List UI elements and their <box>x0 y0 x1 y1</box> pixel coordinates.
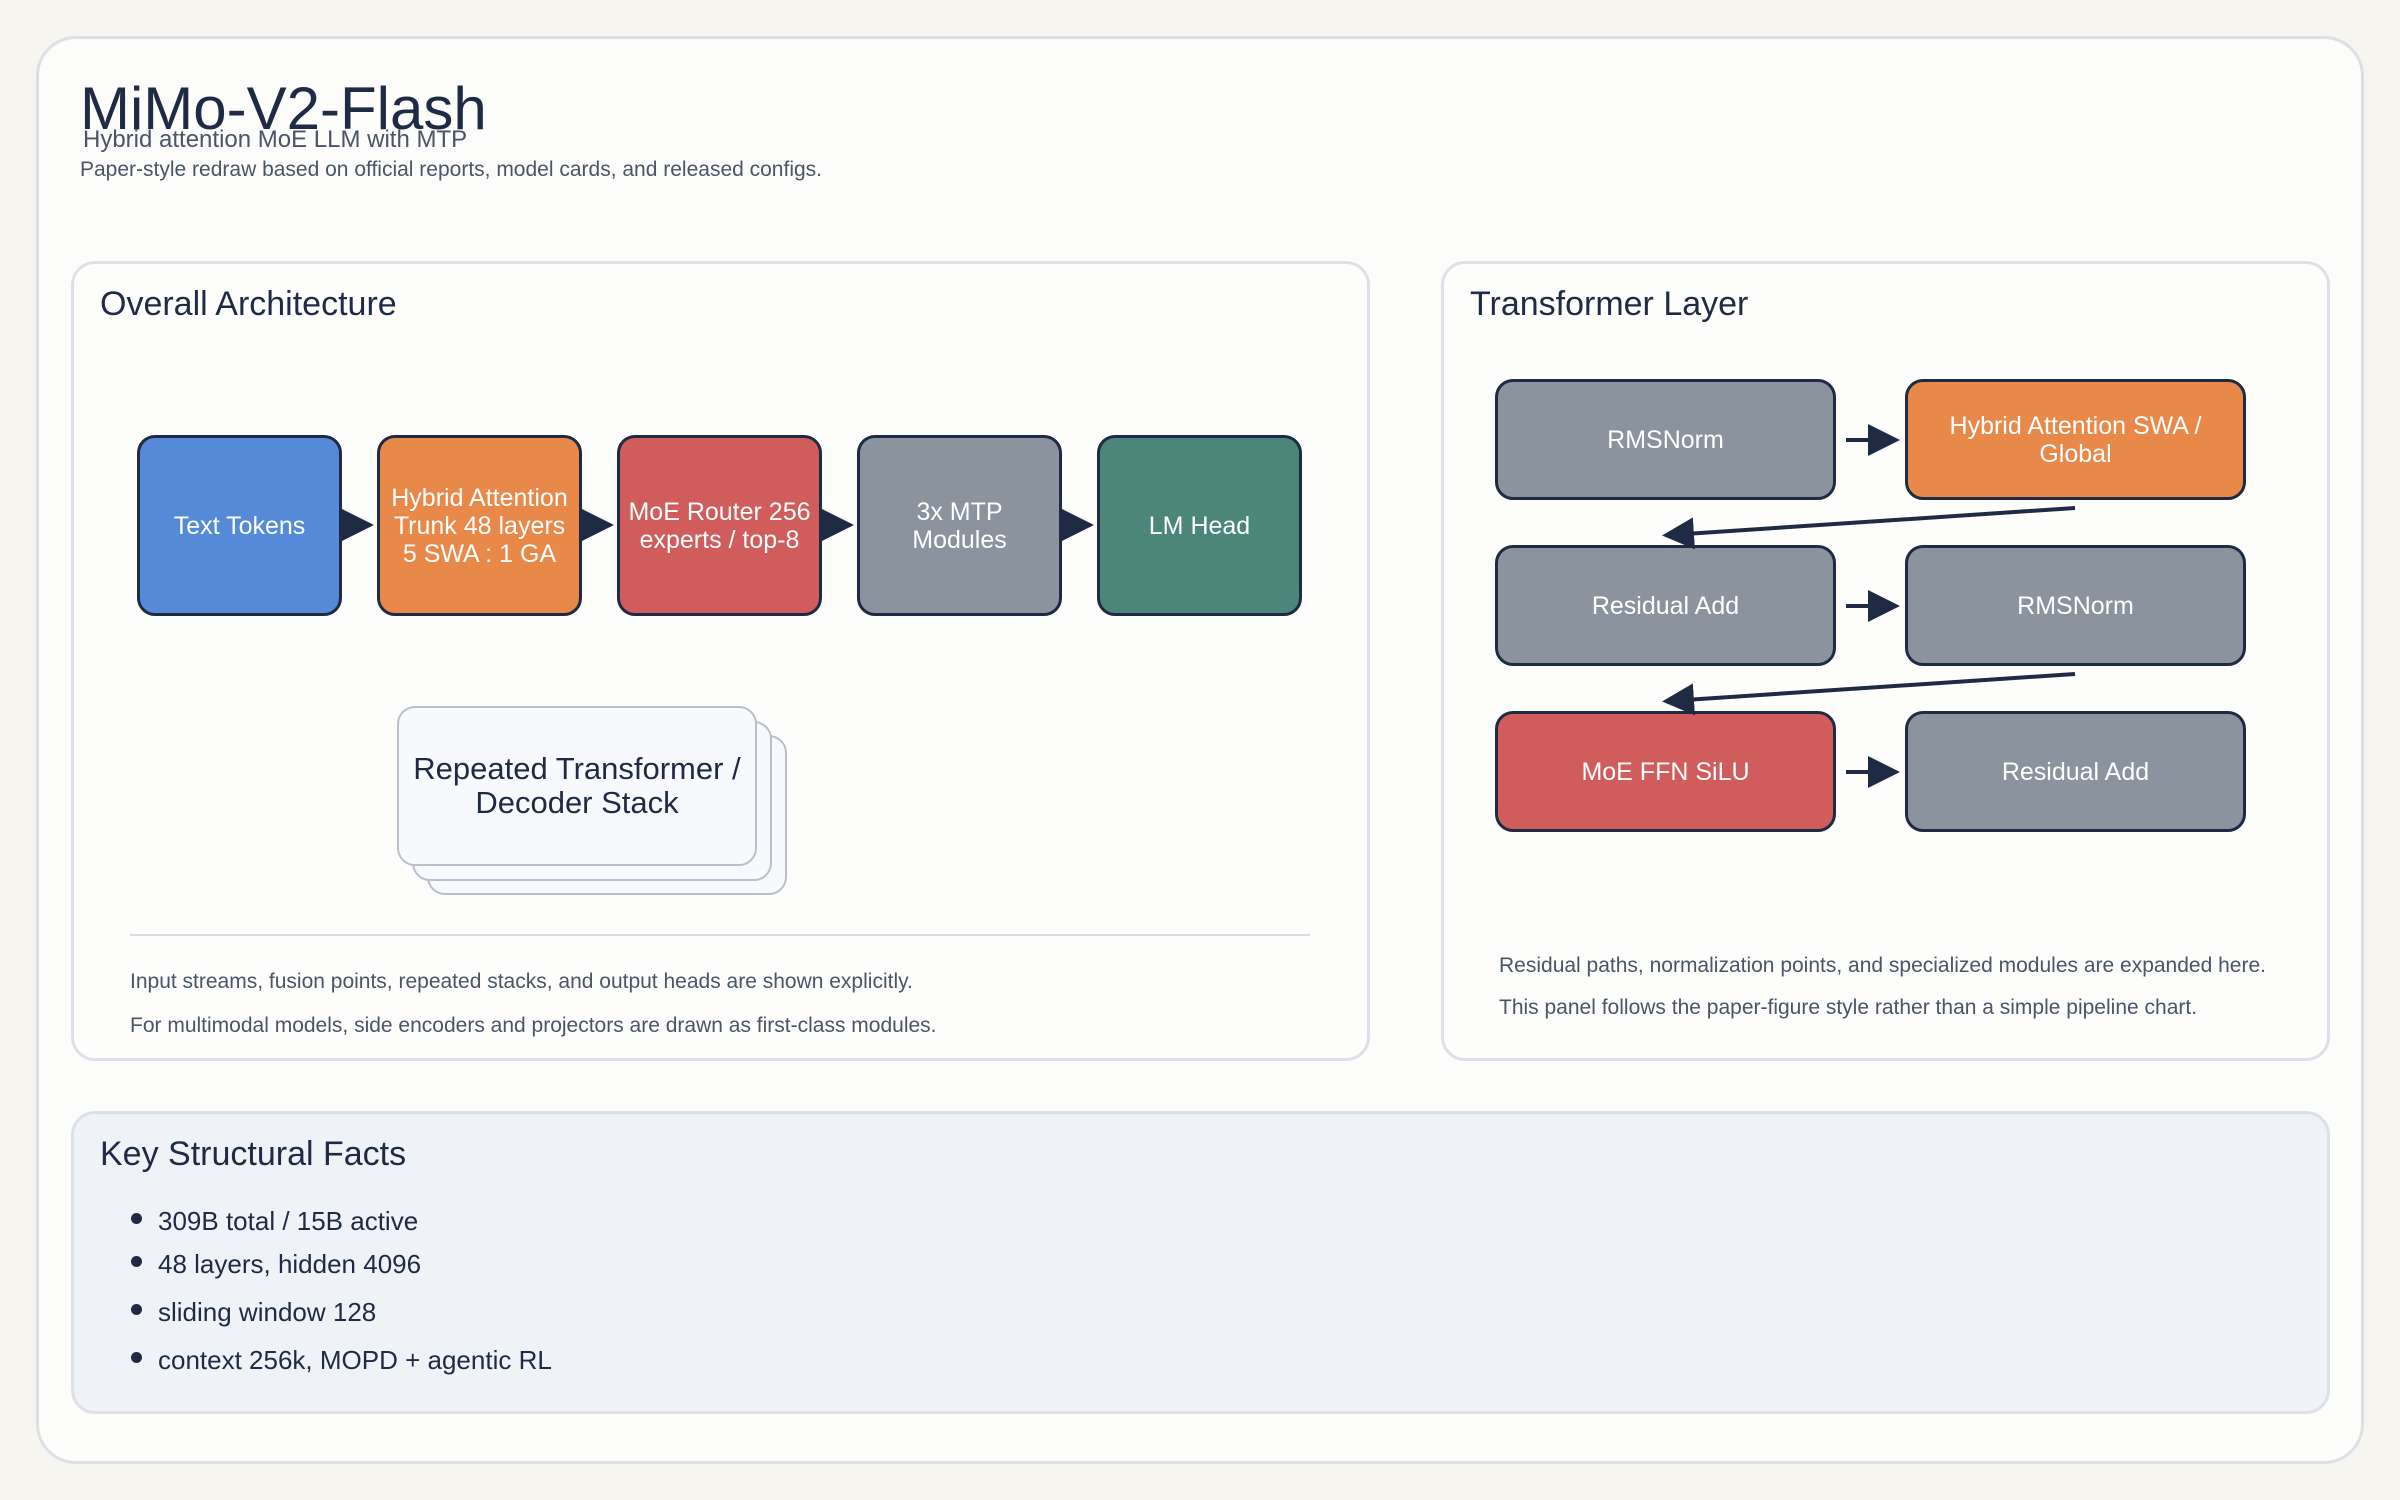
residual-add-block-1: Residual Add <box>1495 545 1836 666</box>
stack-card-front <box>397 706 757 866</box>
overall-divider <box>130 934 1310 936</box>
figure-title: MiMo-V2-Flash <box>80 75 487 142</box>
layer-caption-2: This panel follows the paper-figure styl… <box>1499 996 2198 1019</box>
residual-add-block-2: Residual Add <box>1905 711 2246 832</box>
key-facts-panel <box>71 1111 2330 1414</box>
arrow-attention-to-residual <box>1662 506 2076 550</box>
rmsnorm-block-1: RMSNorm <box>1495 379 1836 500</box>
facts-panel-title: Key Structural Facts <box>100 1135 407 1173</box>
overall-caption-2: For multimodal models, side encoders and… <box>130 1014 937 1037</box>
overall-caption-1: Input streams, fusion points, repeated s… <box>130 970 913 993</box>
text-tokens-block: Text Tokens <box>137 435 342 616</box>
moe-ffn-block: MoE FFN SiLU <box>1495 711 1836 832</box>
moe-router-block: MoE Router 256 experts / top-8 <box>617 435 822 616</box>
overall-architecture-panel <box>71 261 1370 1061</box>
arrow-norm-to-moe <box>1662 672 2076 716</box>
hybrid-attention-trunk-block: Hybrid Attention Trunk 48 layers 5 SWA :… <box>377 435 582 616</box>
fact-item: 48 layers, hidden 4096 <box>158 1249 422 1279</box>
fact-item: sliding window 128 <box>158 1297 377 1327</box>
fact-bullet <box>131 1352 142 1363</box>
fact-bullet <box>131 1256 142 1267</box>
mtp-modules-block: 3x MTP Modules <box>857 435 1062 616</box>
rmsnorm-block-2: RMSNorm <box>1905 545 2246 666</box>
layer-caption-1: Residual paths, normalization points, an… <box>1499 954 2266 977</box>
figure-subtitle: Hybrid attention MoE LLM with MTP <box>83 126 468 153</box>
lm-head-block: LM Head <box>1097 435 1302 616</box>
repeated-stack-label: Repeated Transformer / Decoder Stack <box>413 751 741 820</box>
figure-note: Paper-style redraw based on official rep… <box>80 158 823 181</box>
hybrid-attention-block: Hybrid Attention SWA / Global <box>1905 379 2246 500</box>
layer-panel-title: Transformer Layer <box>1470 285 1749 323</box>
fact-item: 309B total / 15B active <box>158 1206 419 1236</box>
fact-bullet <box>131 1213 142 1224</box>
overall-panel-title: Overall Architecture <box>100 285 397 323</box>
fact-bullet <box>131 1304 142 1315</box>
fact-item: context 256k, MOPD + agentic RL <box>158 1345 552 1375</box>
